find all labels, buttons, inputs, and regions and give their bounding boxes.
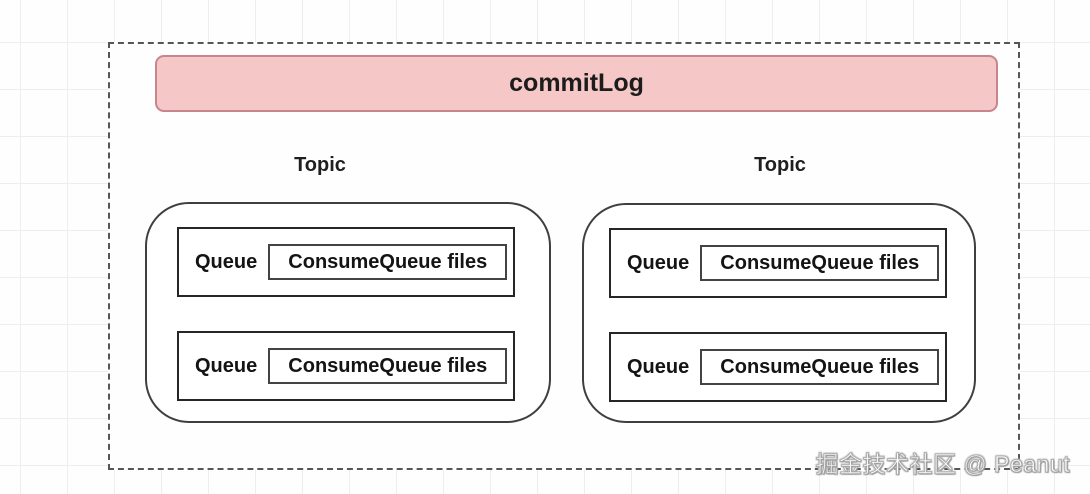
topic-label-left: Topic [294,154,346,176]
consumequeue-files-box: ConsumeQueue files [700,245,940,281]
consumequeue-files-box: ConsumeQueue files [700,349,940,385]
topic-box-left: Queue ConsumeQueue files Queue ConsumeQu… [145,202,551,423]
queue-label: Queue [195,250,258,273]
consumequeue-files-box: ConsumeQueue files [268,348,508,384]
queue-row: Queue ConsumeQueue files [177,331,515,401]
broker-storage-diagram: commitLog Topic Topic Queue ConsumeQueue… [108,42,1020,470]
commitlog-bar: commitLog [155,55,998,112]
consumequeue-files-box: ConsumeQueue files [268,244,508,280]
queue-label: Queue [627,355,690,378]
queue-row: Queue ConsumeQueue files [177,227,515,297]
queue-label: Queue [195,354,258,377]
queue-row: Queue ConsumeQueue files [609,228,947,298]
juejin-community-watermark: 掘金技术社区 @ Peanut [815,451,1070,478]
topic-label-right: Topic [754,154,806,176]
queue-row: Queue ConsumeQueue files [609,332,947,402]
queue-label: Queue [627,251,690,274]
topic-box-right: Queue ConsumeQueue files Queue ConsumeQu… [582,203,976,423]
